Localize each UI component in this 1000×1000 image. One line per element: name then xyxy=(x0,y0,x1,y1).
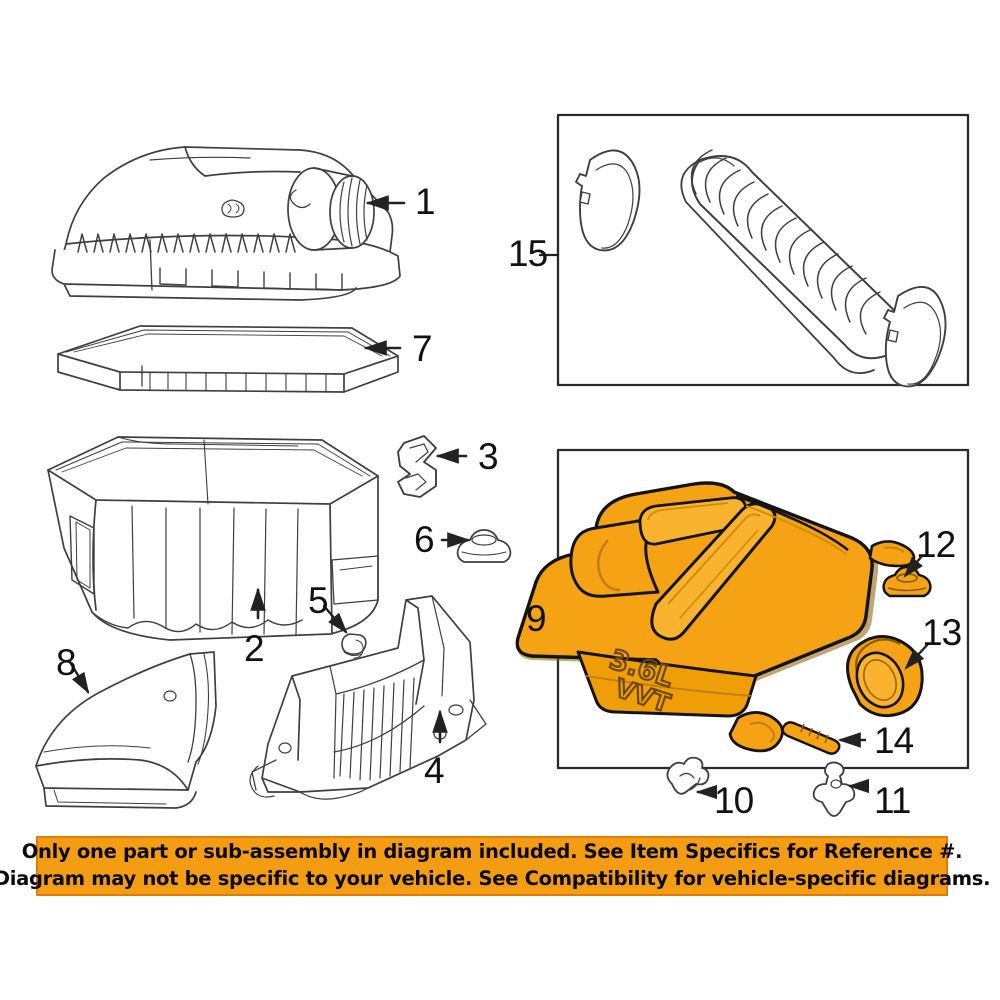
callout-arrow-8 xyxy=(68,660,90,695)
part-air-filter-element xyxy=(57,325,399,393)
part-seal-o-ring xyxy=(846,635,924,718)
callout-arrow-12 xyxy=(903,555,923,578)
hose-detail-box xyxy=(556,113,970,387)
callout-label-12: 12 xyxy=(916,524,956,565)
callout-label-11: 11 xyxy=(874,780,911,821)
callout-label-15: 15 xyxy=(508,233,548,274)
disclaimer-line-1: Only one part or sub-assembly in diagram… xyxy=(21,840,963,864)
part-breather-valve xyxy=(812,761,856,817)
part-cover-stud-bolt xyxy=(781,721,841,755)
part-housing-support-bracket xyxy=(249,595,487,800)
callout-label-5: 5 xyxy=(308,580,329,621)
callout-label-4: 4 xyxy=(424,750,445,791)
callout-label-14: 14 xyxy=(874,720,914,761)
part-mounting-bolt xyxy=(341,633,367,659)
part-air-cleaner-housing-body xyxy=(47,436,379,641)
part-cover-grommet xyxy=(882,565,932,598)
callout-label-13: 13 xyxy=(922,612,962,653)
callout-label-7: 7 xyxy=(412,328,433,369)
callout-label-6: 6 xyxy=(414,519,435,560)
callout-label-2: 2 xyxy=(244,628,265,669)
callout-label-9: 9 xyxy=(526,598,547,639)
part-air-cleaner-cover xyxy=(51,146,401,301)
part-air-intake-hose xyxy=(575,149,947,388)
part-engine-intake-cover-3-6l: 3.6L VVT xyxy=(515,481,916,753)
part-grommet xyxy=(456,529,512,563)
callout-arrow-13 xyxy=(904,643,929,670)
part-retaining-clip xyxy=(397,435,437,498)
disclaimer-line-2: Diagram may not be specific to your vehi… xyxy=(0,867,991,890)
part-pcv-fitting xyxy=(666,756,710,795)
callout-label-1: 1 xyxy=(415,181,436,222)
callout-label-3: 3 xyxy=(478,436,499,477)
callout-label-10: 10 xyxy=(714,780,754,821)
callout-arrow-5 xyxy=(322,604,348,634)
callout-label-8: 8 xyxy=(56,642,77,683)
part-air-inlet-duct xyxy=(35,651,217,809)
disclaimer-banner: Only one part or sub-assembly in diagram… xyxy=(0,836,990,896)
